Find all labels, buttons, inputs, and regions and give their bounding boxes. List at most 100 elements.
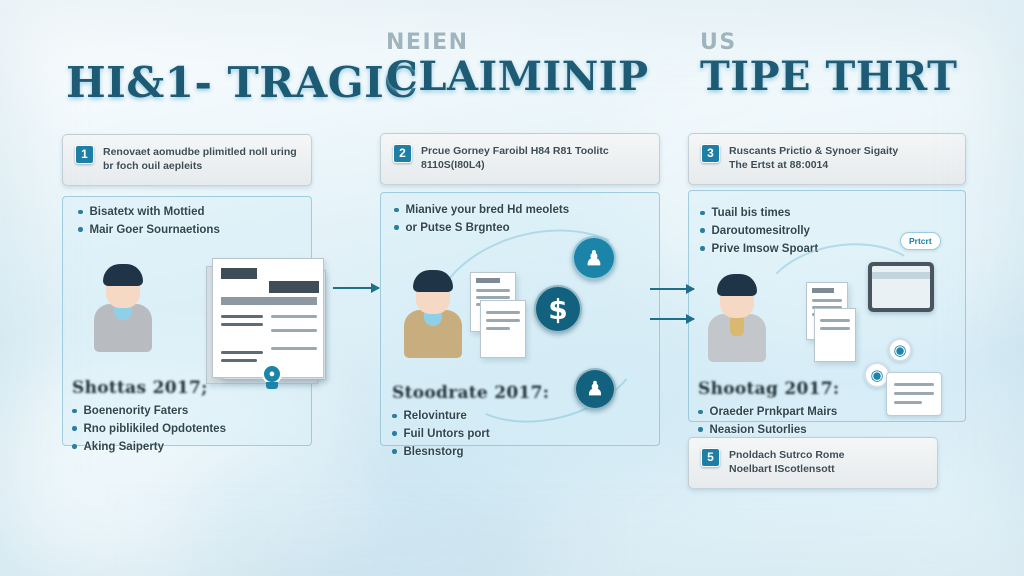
step-card-1[interactable]: 1 Renovaet aomudbe plimitled noll uring … xyxy=(62,134,312,186)
person-badge-icon: ♟ xyxy=(572,236,616,280)
bullet-dot-icon xyxy=(700,210,705,215)
bullet-label: Oraeder Prnkpart Mairs xyxy=(709,406,838,418)
bullet-label: Boenenority Faters xyxy=(83,405,189,417)
kicker-2: NEIEN xyxy=(386,30,469,55)
avatar xyxy=(706,272,768,362)
step-text-1: Renovaet aomudbe plimitled noll uring br… xyxy=(103,145,297,174)
list-item: Mianive your bred Hd meolets xyxy=(394,202,569,220)
list-item: Boenenority Faters xyxy=(72,403,226,421)
step-text-3: Ruscants Prictio & Synoer Sigaity The Er… xyxy=(729,144,898,173)
year-heading-3-text: Shootag 2017: xyxy=(698,379,840,399)
step-text-2-line1: Prcue Gorney Faroibl H84 R81 Toolitc xyxy=(421,145,609,157)
avatar-hair xyxy=(413,270,453,292)
card-text-line xyxy=(894,401,922,404)
bullet-dot-icon xyxy=(394,207,399,212)
bullet-dot-icon xyxy=(698,427,703,432)
step-text-3-line2: The Ertst at 88:0014 xyxy=(729,159,829,172)
bullet-label: Mianive your bred Hd meolets xyxy=(405,204,570,216)
bullet-label: Neasion Sutorlies xyxy=(709,423,807,436)
card-icon xyxy=(886,372,942,416)
avatar-tie xyxy=(730,314,744,336)
kicker-3: US xyxy=(700,30,737,55)
bullet-label: Aking Saiperty xyxy=(83,440,165,453)
bullet-dot-icon xyxy=(698,409,703,414)
card-text-line xyxy=(894,383,934,386)
location-pin-icon: ● xyxy=(262,364,282,384)
connector-arrow-2-to-3-upper xyxy=(650,283,695,295)
title-2: CLAIMINIP xyxy=(386,53,649,100)
tablet-screen-band xyxy=(872,272,930,279)
list-item: Mair Goer Sournaetions xyxy=(78,222,220,240)
list-item: Rno piblikiled Opdotentes xyxy=(72,421,226,439)
bullet-dot-icon xyxy=(72,408,77,413)
card-text-line xyxy=(894,392,934,395)
top-bullets-3: Tuail bis times Daroutomesitrolly Prive … xyxy=(700,205,818,258)
year-heading-3: Shootag 2017: xyxy=(698,379,839,399)
list-item: or Putse S Brgnteo xyxy=(394,220,569,238)
document-text-line xyxy=(221,323,263,326)
document-icon xyxy=(212,258,324,378)
connector-arrow-1-to-2 xyxy=(333,282,380,294)
document-text-line xyxy=(271,347,317,350)
bullet-label: Relovinture xyxy=(403,410,467,422)
step-number-badge-2: 2 xyxy=(393,144,412,163)
avatar xyxy=(92,262,154,352)
document-header-bar xyxy=(812,288,834,293)
list-item: Prive Imsow Spoart xyxy=(700,241,818,259)
step-text-1-line1: Renovaet aomudbe plimitled noll uring xyxy=(103,146,297,158)
list-item: Daroutomesitrolly xyxy=(700,223,818,241)
avatar-hair xyxy=(717,274,757,296)
bullet-dot-icon xyxy=(392,413,397,418)
column-heading-3: US TIPE THRT xyxy=(700,30,957,97)
bullet-label: Fuil Untors port xyxy=(403,427,490,440)
document-text-line xyxy=(476,289,510,292)
list-item: Aking Saiperty xyxy=(72,439,226,457)
step-text-2: Prcue Gorney Faroibl H84 R81 Toolitc 811… xyxy=(421,144,609,173)
year-heading-2: Stoodrate 2017: xyxy=(392,383,549,403)
list-item: Relovinture xyxy=(392,408,549,426)
bullet-label: Bisatetx with Mottied xyxy=(89,206,205,218)
step-text-2-line2: 8110S(I80L4) xyxy=(421,159,485,172)
step-card-3[interactable]: 3 Ruscants Prictio & Synoer Sigaity The … xyxy=(688,133,966,185)
step-card-5[interactable]: 5 Pnoldach Sutrco Rome Noelbart IScotlen… xyxy=(688,437,938,489)
document-icon xyxy=(814,308,856,362)
connector-arrow-2-to-3-lower xyxy=(650,313,695,325)
document-text-line xyxy=(820,319,850,322)
column-heading-2: NEIEN CLAIMINIP xyxy=(386,30,649,97)
bullet-label: Mair Goer Sournaetions xyxy=(89,223,220,236)
step-text-5-line1: Pnoldach Sutrco Rome xyxy=(729,449,845,461)
bullet-dot-icon xyxy=(78,227,83,232)
bullet-dot-icon xyxy=(392,449,397,454)
document-text-line xyxy=(221,359,257,362)
step-text-3-line1: Ruscants Prictio & Synoer Sigaity xyxy=(729,145,899,157)
document-text-line xyxy=(271,315,317,318)
bottom-section-1: Shottas 2017; Boenenority Faters Rno pib… xyxy=(72,378,226,456)
document-text-line xyxy=(476,296,510,299)
bullet-label: Blesnstorg xyxy=(403,445,464,458)
step-number-badge-1: 1 xyxy=(75,145,94,164)
list-item: Neasion Sutorlies xyxy=(698,422,839,440)
document-header-bar xyxy=(269,281,319,293)
bullet-dot-icon xyxy=(72,426,77,431)
list-item: Oraeder Prnkpart Mairs xyxy=(698,404,839,422)
bullet-dot-icon xyxy=(78,209,83,214)
document-header-bar xyxy=(476,278,500,283)
bullet-label: Rno piblikiled Opdotentes xyxy=(83,422,226,435)
bullet-label: Daroutomesitrolly xyxy=(711,224,810,237)
document-text-line xyxy=(486,327,510,330)
step-card-2[interactable]: 2 Prcue Gorney Faroibl H84 R81 Toolitc 8… xyxy=(380,133,660,185)
tag-chip: Prtcrt xyxy=(900,232,941,250)
step-text-5: Pnoldach Sutrco Rome Noelbart IScotlenso… xyxy=(729,448,845,477)
step-number-badge-5: 5 xyxy=(701,448,720,467)
list-item: Tuail bis times xyxy=(700,205,818,223)
bullet-dot-icon xyxy=(394,225,399,230)
document-text-line xyxy=(271,329,317,332)
document-text-line xyxy=(812,299,842,302)
top-bullets-1: Bisatetx with Mottied Mair Goer Sournaet… xyxy=(78,204,220,240)
step-text-5-line2: Noelbart IScotlensott xyxy=(729,463,835,476)
bullet-dot-icon xyxy=(392,431,397,436)
document-text-line xyxy=(812,306,842,309)
list-item: Blesnstorg xyxy=(392,444,549,462)
bullet-dot-icon xyxy=(700,228,705,233)
